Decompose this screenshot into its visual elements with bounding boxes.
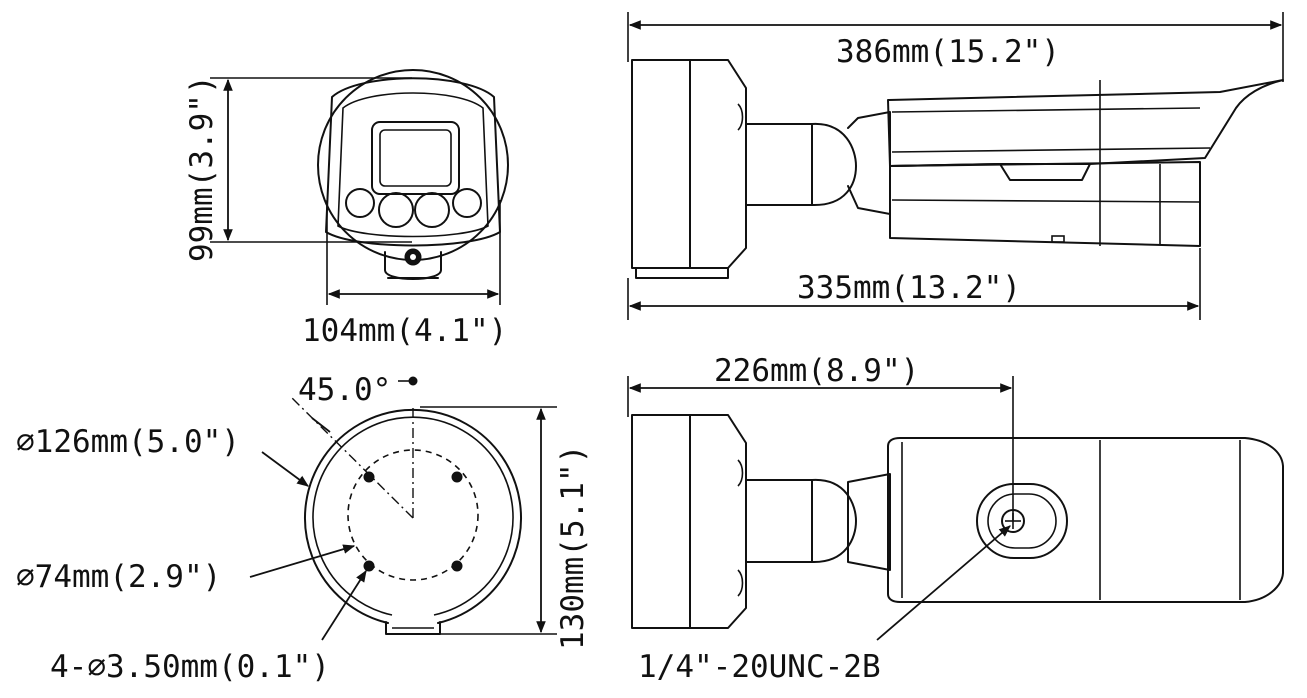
front-width-label: 104mm(4.1") <box>302 313 507 349</box>
bottom-mount-distance-label: 226mm(8.9") <box>714 353 919 389</box>
base-view <box>291 376 522 635</box>
side-length-label: 386mm(15.2") <box>836 34 1060 70</box>
base-hole-circle-diameter-label: ∅74mm(2.9") <box>16 559 221 595</box>
side-body-length-dimension: 335mm(13.2") <box>627 248 1201 320</box>
bottom-mount-distance-dimension: 226mm(8.9") <box>627 353 1014 521</box>
mount-thread-annotation: 1/4"-20UNC-2B <box>638 525 1011 685</box>
base-hole-spec-label: 4-∅3.50mm(0.1") <box>50 649 330 685</box>
front-height-dimension: 99mm(3.9") <box>184 75 412 262</box>
side-body-length-label: 335mm(13.2") <box>797 270 1021 306</box>
front-view <box>317 69 509 280</box>
base-outer-diameter-label: ∅126mm(5.0") <box>16 424 240 460</box>
base-height-dimension: 130mm(5.1") <box>420 406 591 650</box>
bottom-view <box>631 414 1284 629</box>
base-height-label: 130mm(5.1") <box>555 445 591 650</box>
mount-thread-label: 1/4"-20UNC-2B <box>638 649 881 685</box>
front-width-dimension: 104mm(4.1") <box>302 200 507 349</box>
side-view <box>631 59 1284 279</box>
base-annotations: 45.0° ∅126mm(5.0") ∅74mm(2.9") 4-∅3.50mm… <box>16 372 391 685</box>
base-angle-label: 45.0° <box>298 372 391 408</box>
front-height-label: 99mm(3.9") <box>184 75 220 262</box>
side-length-dimension: 386mm(15.2") <box>627 12 1284 82</box>
